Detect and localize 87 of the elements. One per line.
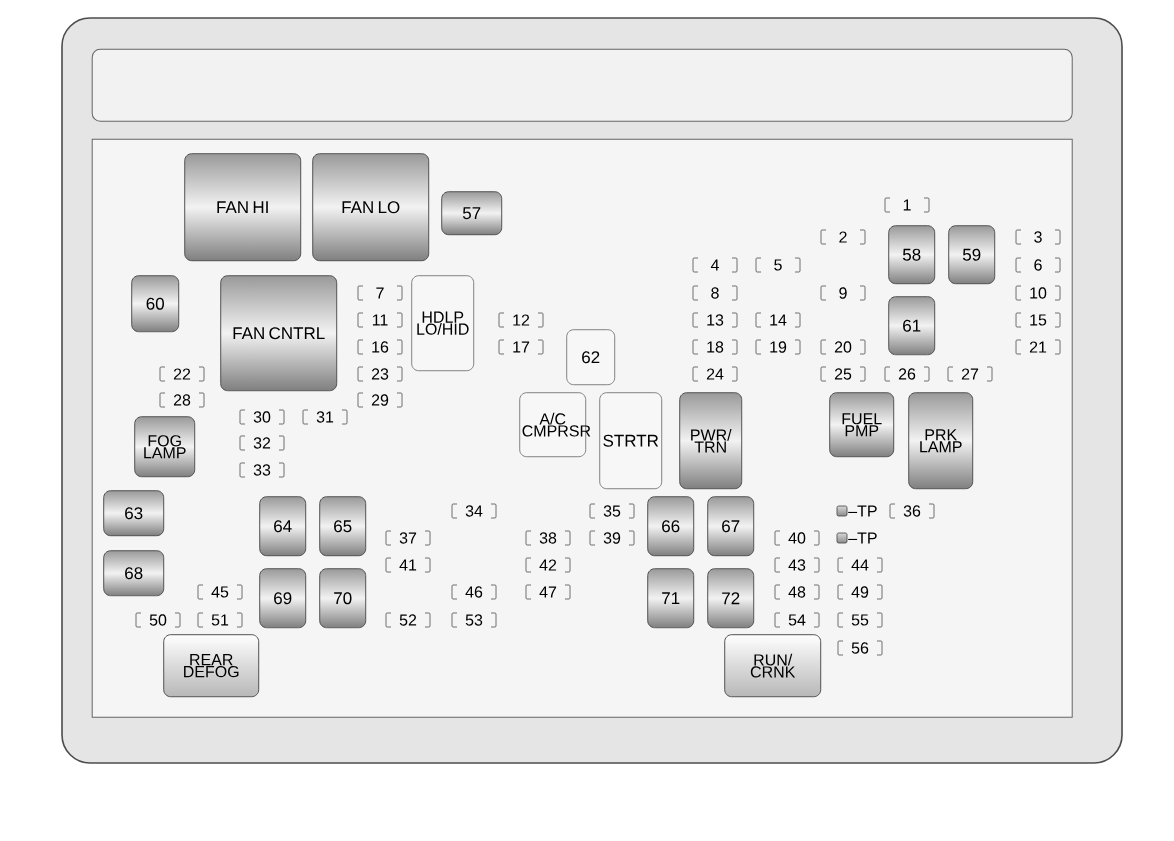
fuse-slot: 52: [385, 612, 431, 628]
fuse-slot: 12: [498, 312, 544, 328]
fuse-slot: 31: [302, 409, 348, 425]
relay-box: 64: [259, 496, 307, 557]
fuse-slot: 7: [357, 285, 403, 301]
fuse-slot: 56: [837, 640, 883, 656]
fuse-slot: 9: [820, 285, 866, 301]
test-point-label: –TP: [848, 532, 877, 544]
fuse-slot: 15: [1015, 312, 1061, 328]
relay-box: FAN CNTRL: [220, 275, 338, 392]
fuse-slot: 49: [837, 584, 883, 600]
fuse-slot: 34: [451, 503, 497, 519]
relay-socket: 62: [566, 329, 616, 386]
relay-box: FUEL PMP: [829, 392, 895, 458]
fuse-slot: 54: [774, 612, 820, 628]
fuse-slot: 47: [525, 584, 571, 600]
fuse-slot: 53: [451, 612, 497, 628]
fuse-slot: 19: [755, 339, 801, 355]
relay-box: 70: [319, 568, 367, 629]
fuse-slot: 10: [1015, 285, 1061, 301]
fuse-slot: 33: [239, 462, 285, 478]
fuse-slot: 51: [197, 612, 243, 628]
fuse-slot: 17: [498, 339, 544, 355]
relay-box: 59: [948, 225, 996, 285]
fuse-slot: 25: [820, 366, 866, 382]
relay-socket: HDLP LO/HID: [411, 275, 475, 372]
fuse-slot: 37: [385, 530, 431, 546]
fuse-slot: 2: [820, 229, 866, 245]
fuse-slot: 11: [357, 312, 403, 328]
relay-box: 57: [441, 191, 503, 236]
relay-box: 69: [259, 568, 307, 629]
relay-box: 72: [707, 568, 755, 629]
fuse-slot: 23: [357, 366, 403, 382]
relay-box: 60: [131, 275, 180, 333]
fuse-slot: 1: [884, 197, 930, 213]
fuse-slot: 3: [1015, 229, 1061, 245]
relay-box: 67: [707, 496, 755, 557]
relay-box: RUN/ CRNK: [724, 634, 822, 698]
fuse-slot: 27: [947, 366, 993, 382]
fuse-slot: 20: [820, 339, 866, 355]
fuse-slot: 35: [589, 503, 635, 519]
relay-box: 66: [647, 496, 695, 557]
fuse-slot: 16: [357, 339, 403, 355]
fuse-slot: 28: [159, 392, 205, 408]
fuse-slot: 42: [525, 557, 571, 573]
fuse-slot: 39: [589, 530, 635, 546]
relay-box: FOG LAMP: [134, 416, 196, 478]
relay-box: 63: [103, 490, 165, 537]
relay-box: REAR DEFOG: [163, 634, 260, 698]
fuse-slot: 24: [692, 366, 738, 382]
relay-box: PWR/ TRN: [679, 392, 743, 490]
fuse-slot: 55: [837, 612, 883, 628]
fuse-slot: 22: [159, 366, 205, 382]
relay-box: 68: [103, 550, 165, 597]
relay-socket: STRTR: [599, 392, 663, 490]
fuse-slot: 38: [525, 530, 571, 546]
fuse-slot: 8: [692, 285, 738, 301]
fuse-slot: 40: [774, 530, 820, 546]
fuse-slot: 30: [239, 409, 285, 425]
relay-box: 58: [888, 225, 936, 285]
relay-box: 71: [647, 568, 695, 629]
fuse-slot: 50: [135, 612, 181, 628]
fuse-slot: 5: [755, 257, 801, 273]
relay-box: 65: [319, 496, 367, 557]
relay-box: PRK LAMP: [908, 392, 974, 490]
test-point-label: –TP: [848, 505, 877, 517]
fuse-slot: 43: [774, 557, 820, 573]
fuse-slot: 48: [774, 584, 820, 600]
fuse-slot: 21: [1015, 339, 1061, 355]
fuse-slot: 32: [239, 435, 285, 451]
relay-box: FAN HI: [184, 153, 302, 262]
relay-box: FAN LO: [312, 153, 430, 262]
fuse-slot: 13: [692, 312, 738, 328]
fuse-slot: 44: [837, 557, 883, 573]
relay-socket: A/C CMPRSR: [519, 392, 591, 458]
relay-box: 61: [888, 296, 936, 356]
fuse-slot: 6: [1015, 257, 1061, 273]
fuse-slot: 46: [451, 584, 497, 600]
fuse-slot: 4: [692, 257, 738, 273]
fuse-slot: 41: [385, 557, 431, 573]
fuse-slot: 18: [692, 339, 738, 355]
fuse-slot: 29: [357, 392, 403, 408]
fuse-slot: 26: [884, 366, 930, 382]
cover-band: [91, 48, 1073, 122]
fuse-slot: 36: [889, 503, 935, 519]
fuse-slot: 45: [197, 584, 243, 600]
fuse-slot: 14: [755, 312, 801, 328]
